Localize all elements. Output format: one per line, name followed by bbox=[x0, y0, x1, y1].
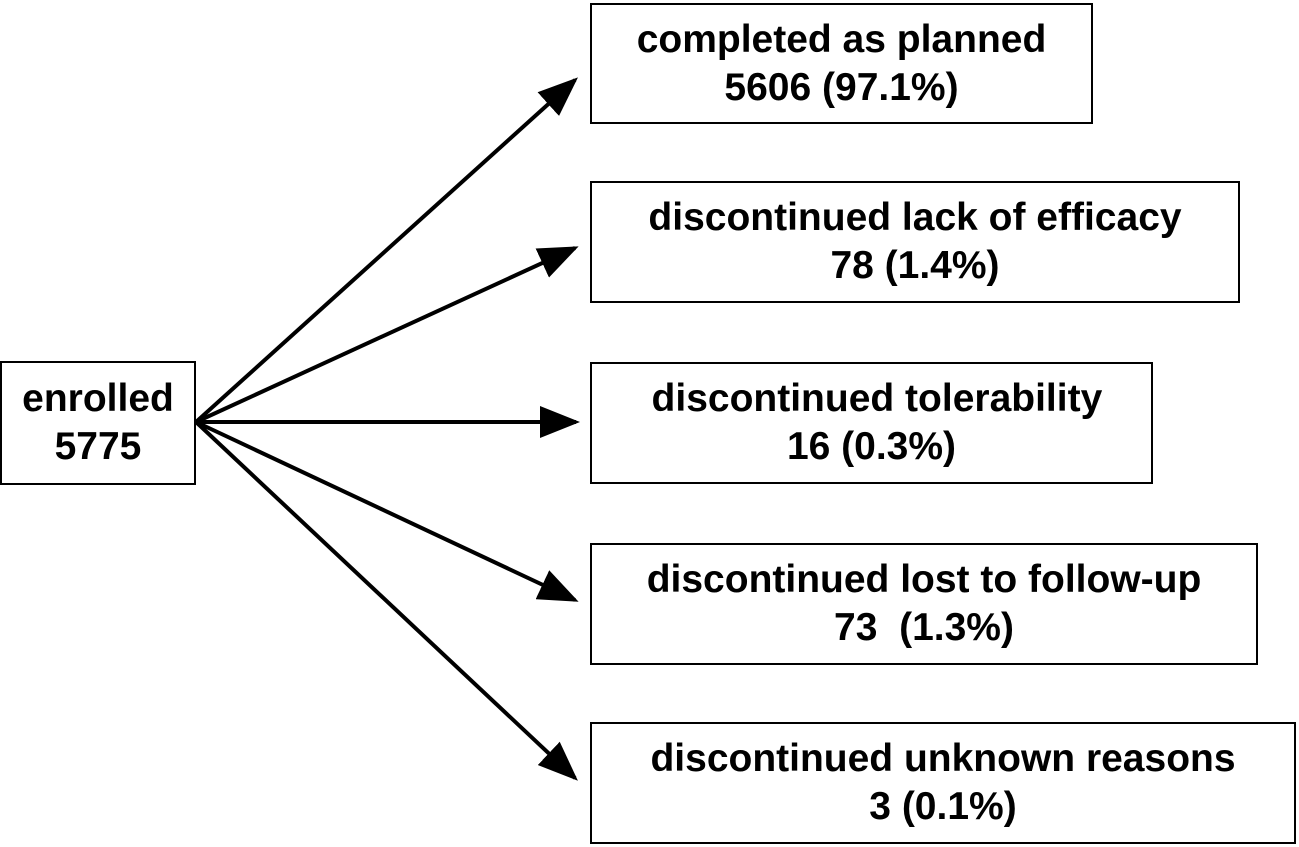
outcome-label: completed as planned bbox=[636, 17, 1047, 61]
outcome-box-lost-to-follow-up: discontinued lost to follow-up 73 (1.3%) bbox=[590, 543, 1258, 665]
outcome-label: discontinued lack of efficacy bbox=[648, 196, 1182, 239]
outcome-value: 5606 (97.1%) bbox=[724, 65, 959, 109]
arrow-to-completed bbox=[194, 77, 578, 424]
outcome-value: 73 (1.3%) bbox=[834, 606, 1014, 649]
arrow-to-lack-of-efficacy bbox=[195, 246, 579, 424]
outcome-box-lack-of-efficacy: discontinued lack of efficacy 78 (1.4%) bbox=[590, 181, 1240, 303]
outcome-label: discontinued lost to follow-up bbox=[646, 558, 1202, 601]
arrow-to-unknown-reasons bbox=[194, 420, 578, 781]
enrolled-label: enrolled bbox=[22, 377, 174, 420]
outcome-value: 78 (1.4%) bbox=[830, 244, 1000, 287]
arrow-to-lost-to-follow-up bbox=[195, 420, 579, 602]
enrolled-count: 5775 bbox=[54, 425, 142, 468]
outcome-value: 3 (0.1%) bbox=[869, 785, 1017, 828]
enrolled-box: enrolled 5775 bbox=[0, 361, 196, 485]
outcome-box-tolerability: discontinued tolerability 16 (0.3%) bbox=[590, 362, 1153, 484]
outcome-box-unknown-reasons: discontinued unknown reasons 3 (0.1%) bbox=[590, 722, 1296, 844]
outcome-box-completed: completed as planned 5606 (97.1%) bbox=[590, 3, 1093, 124]
outcome-label: discontinued tolerability bbox=[640, 377, 1103, 420]
outcome-value: 16 (0.3%) bbox=[786, 425, 957, 468]
outcome-label: discontinued unknown reasons bbox=[650, 737, 1236, 780]
